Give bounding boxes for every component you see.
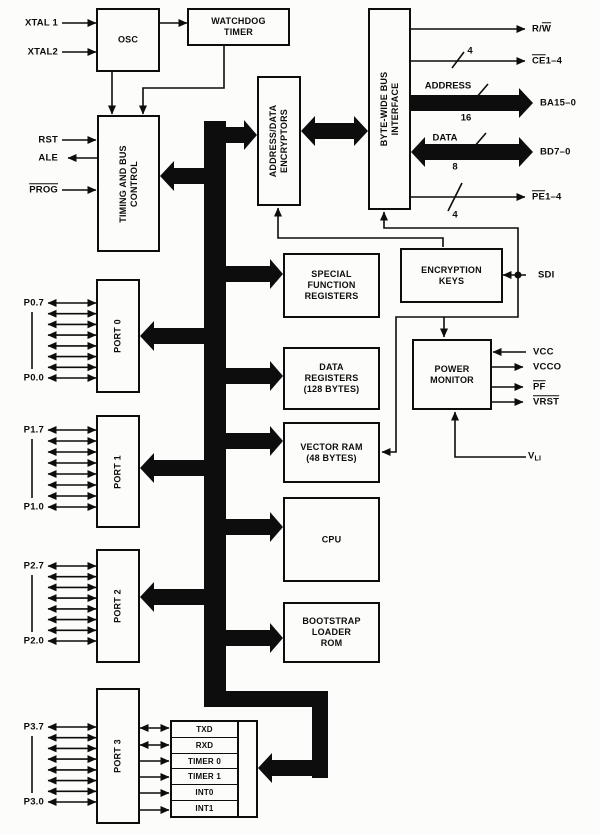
system-bus <box>140 88 533 783</box>
special-function-registers-block: SPECIAL FUNCTION REGISTERS <box>283 253 380 318</box>
peripheral-row-rxd: RXD <box>172 738 237 754</box>
vcc-label: VCC <box>533 346 554 358</box>
encryption-keys-label: ENCRYPTION KEYS <box>421 264 482 286</box>
ce-bus-width: 4 <box>467 45 473 57</box>
pe-bus-width: 4 <box>452 209 458 221</box>
port2-block: PORT 2 <box>96 549 140 663</box>
byte-wide-bus-interface-label: BYTE-WIDE BUS INTERFACE <box>378 71 400 147</box>
osc-block: OSC <box>96 8 160 72</box>
peripheral-row-txd: TXD <box>172 722 237 738</box>
peripheral-row-timer0: TIMER 0 <box>172 754 237 770</box>
p3-high-label: P3.7 <box>23 721 44 733</box>
data-registers-label: DATA REGISTERS (128 BYTES) <box>303 361 360 395</box>
peripheral-row-int1: INT1 <box>195 804 214 814</box>
port0-block: PORT 0 <box>96 279 140 393</box>
peripheral-rows: TXD RXD TIMER 0 TIMER 1 INT0 INT1 <box>172 722 237 816</box>
pf-label: PF <box>533 381 546 393</box>
port1-label: PORT 1 <box>112 454 123 489</box>
encryption-keys-block: ENCRYPTION KEYS <box>400 248 503 303</box>
vector-ram-label: VECTOR RAM (48 BYTES) <box>300 441 363 463</box>
peripheral-row-timer1: TIMER 1 <box>172 769 237 786</box>
xtal2-label: XTAL2 <box>27 46 58 58</box>
port3-block: PORT 3 <box>96 688 140 824</box>
timing-bus-control-label: TIMING AND BUS CONTROL <box>117 144 139 223</box>
cpu-label: CPU <box>321 533 342 544</box>
timing-bus-control-block: TIMING AND BUS CONTROL <box>97 115 160 252</box>
address-data-encryptors-label: ADDRESS/DATA ENCRYPTORS <box>267 104 289 178</box>
cpu-block: CPU <box>283 497 380 582</box>
sdi-label: SDI <box>538 269 555 281</box>
bootstrap-loader-rom-label: BOOTSTRAP LOADER ROM <box>302 615 361 649</box>
peripheral-row-int0: INT0 <box>172 785 237 802</box>
p3-low-label: P3.0 <box>23 796 44 808</box>
xtal1-label: XTAL 1 <box>24 17 58 29</box>
byte-wide-bus-interface-block: BYTE-WIDE BUS INTERFACE <box>368 8 411 210</box>
data-registers-block: DATA REGISTERS (128 BYTES) <box>283 347 380 410</box>
p0-high-label: P0.7 <box>23 297 44 309</box>
p1-high-label: P1.7 <box>23 424 44 436</box>
vector-ram-block: VECTOR RAM (48 BYTES) <box>283 422 380 483</box>
port3-label: PORT 3 <box>112 739 123 773</box>
ba-label: BA15–0 <box>540 97 577 109</box>
rw-label: R/W <box>532 23 552 35</box>
sdi-junction-dot <box>514 271 522 279</box>
watchdog-timer-label: WATCHDOG TIMER <box>211 15 266 37</box>
port1-block: PORT 1 <box>96 415 140 528</box>
power-monitor-label: POWER MONITOR <box>430 363 474 385</box>
osc-label: OSC <box>117 34 139 45</box>
power-monitor-block: POWER MONITOR <box>412 339 492 410</box>
p1-low-label: P1.0 <box>23 501 44 513</box>
port0-label: PORT 0 <box>112 319 123 353</box>
peripheral-stack-divider <box>237 722 239 816</box>
address-bus-label: ADDRESS <box>424 80 472 92</box>
vli-label: VLI <box>528 450 542 463</box>
p0-low-label: P0.0 <box>23 372 44 384</box>
watchdog-timer-block: WATCHDOG TIMER <box>187 8 290 46</box>
vrst-label: VRST <box>533 396 560 408</box>
ce-label: CE1–4 <box>532 55 563 67</box>
address-bus-width: 16 <box>460 112 472 124</box>
bootstrap-loader-rom-block: BOOTSTRAP LOADER ROM <box>283 602 380 663</box>
signal-wires <box>62 19 526 814</box>
p2-low-label: P2.0 <box>23 635 44 647</box>
rst-label: RST <box>38 134 58 146</box>
data-bus-label: DATA <box>432 132 458 144</box>
p2-high-label: P2.7 <box>23 560 44 572</box>
peripheral-stack: TXD RXD TIMER 0 TIMER 1 INT0 INT1 <box>170 720 258 818</box>
vcco-label: VCCO <box>533 361 562 373</box>
data-bus-width: 8 <box>452 161 458 173</box>
bd-label: BD7–0 <box>540 146 571 158</box>
special-function-registers-label: SPECIAL FUNCTION REGISTERS <box>304 268 359 302</box>
address-data-encryptors-block: ADDRESS/DATA ENCRYPTORS <box>257 76 301 206</box>
port2-label: PORT 2 <box>112 589 123 623</box>
ale-label: ALE <box>38 152 58 164</box>
prog-label: PROG <box>29 184 58 196</box>
pe-label: PE1–4 <box>532 191 562 203</box>
